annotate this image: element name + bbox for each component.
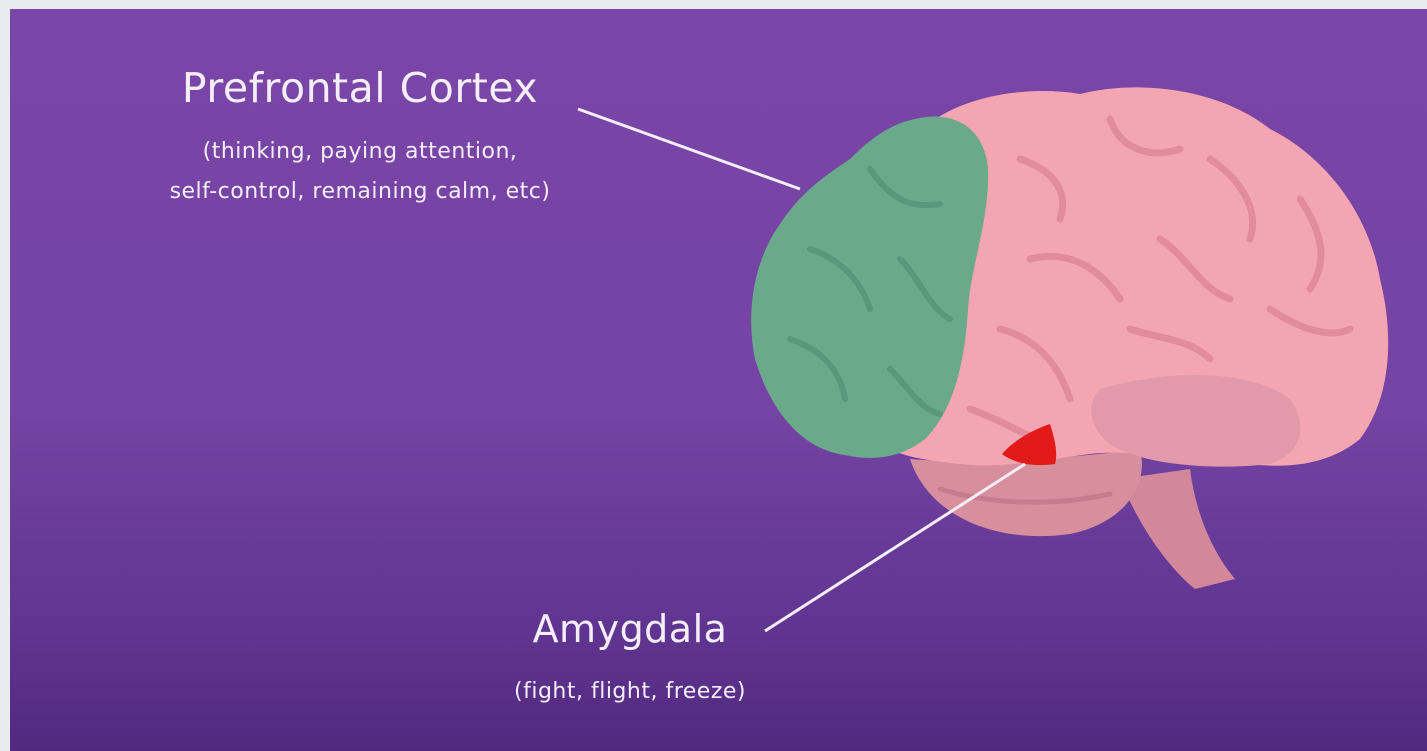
prefrontal-description-line-1: (thinking, paying attention, [50,132,670,172]
prefrontal-cortex-title: Prefrontal Cortex [110,64,610,112]
prefrontal-cortex-description: (thinking, paying attention, self-contro… [50,132,670,212]
brainstem [1120,469,1235,589]
amygdala-description: (fight, flight, freeze) [440,679,820,704]
prefrontal-description-line-2: self-control, remaining calm, etc) [50,172,670,212]
slide-frame: Prefrontal Cortex (thinking, paying atte… [10,9,1427,751]
amygdala-pointer-line [765,464,1025,631]
amygdala-title: Amygdala [470,607,790,651]
